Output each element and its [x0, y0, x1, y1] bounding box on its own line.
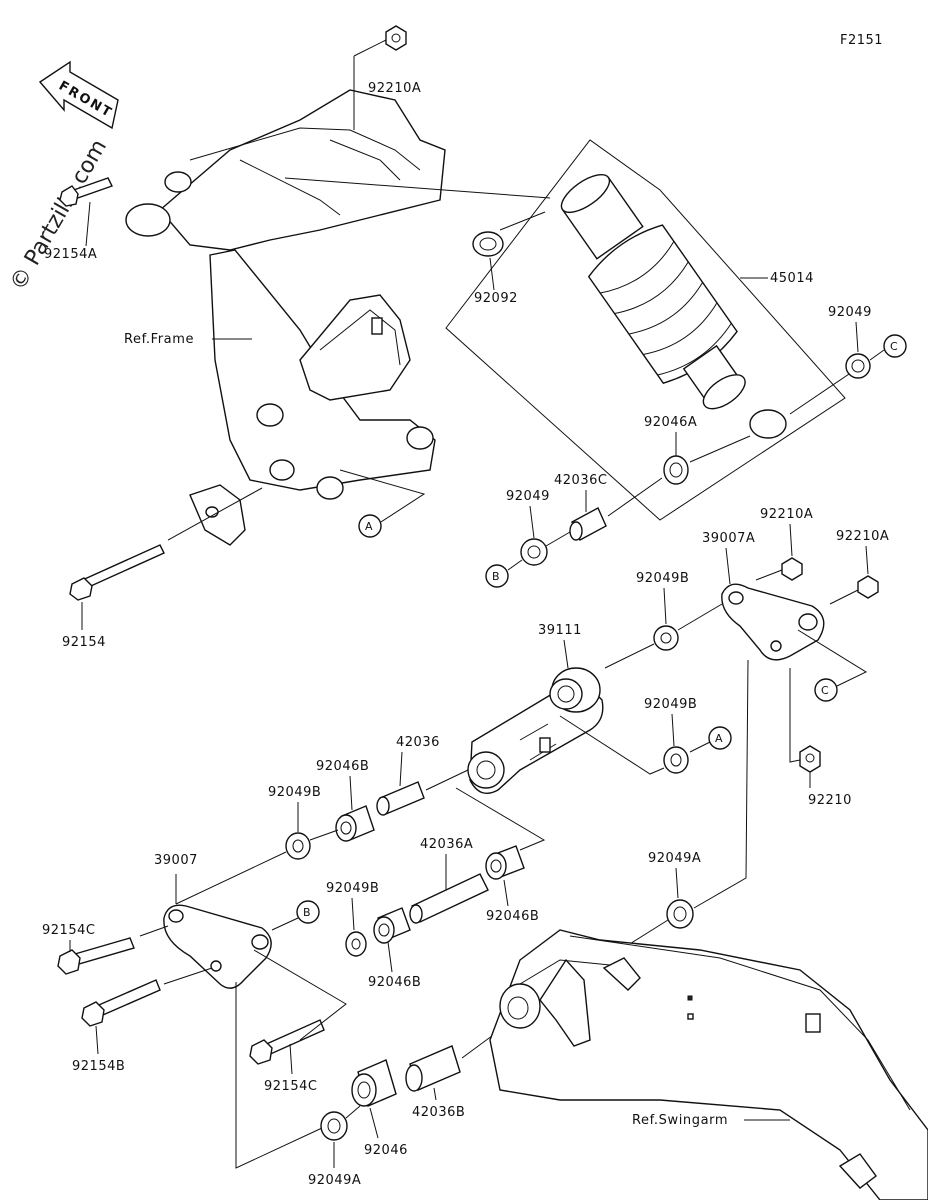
washer-92049-mid — [520, 538, 548, 566]
needle-bearing-92046B-3 — [373, 907, 411, 944]
label-92210A-top: 92210A — [368, 81, 421, 96]
label-92154A: 92154A — [44, 247, 97, 262]
plate-39007 — [163, 904, 272, 989]
swingarm-assembly — [489, 929, 928, 1200]
label-39111: 39111 — [538, 623, 582, 638]
plate-39007A — [721, 583, 825, 661]
bolt-92154C-right — [249, 1019, 325, 1065]
label-42036B: 42036B — [412, 1105, 465, 1120]
label-92046B-2: 92046B — [486, 909, 539, 924]
front-arrow-icon: FRONT — [38, 60, 119, 130]
collar-42036A — [409, 873, 489, 924]
label-92049A-bottom: 92049A — [308, 1173, 361, 1188]
callout-a-rocker: A — [715, 732, 723, 745]
label-92154B: 92154B — [72, 1059, 125, 1074]
callout-c-mid: C — [821, 684, 829, 697]
label-92046B-3: 92046B — [368, 975, 421, 990]
label-92154C-left: 92154C — [42, 923, 95, 938]
washer-92049-top — [845, 353, 871, 379]
washer-92049B-3 — [285, 832, 311, 860]
label-45014: 45014 — [770, 271, 814, 286]
washer-92049B-2 — [663, 746, 689, 774]
collar-42036B — [405, 1045, 461, 1092]
label-92049B-4: 92049B — [326, 881, 379, 896]
needle-bearing-92046B-2 — [485, 845, 525, 880]
label-39007A: 39007A — [702, 531, 755, 546]
bolt-92154 — [69, 544, 165, 601]
label-92049-mid: 92049 — [506, 489, 550, 504]
frame-assembly — [125, 89, 446, 546]
label-92210A-r2: 92210A — [836, 529, 889, 544]
needle-bearing-92046 — [351, 1059, 397, 1107]
collar-42036C — [569, 507, 607, 541]
callout-b-mid: B — [492, 570, 500, 583]
collar-42036 — [376, 781, 425, 816]
label-92092: 92092 — [474, 291, 518, 306]
label-92210: 92210 — [808, 793, 852, 808]
washer-92049A-bottom — [320, 1111, 348, 1141]
label-92049B-2: 92049B — [644, 697, 697, 712]
shock-absorber — [445, 139, 846, 521]
washer-92049B-1 — [653, 625, 679, 651]
label-92049A-right: 92049A — [648, 851, 701, 866]
washer-92049A-right — [666, 899, 694, 929]
label-92154: 92154 — [62, 635, 106, 650]
label-92210A-r1: 92210A — [760, 507, 813, 522]
needle-bearing-92046B-1 — [335, 805, 375, 842]
callout-c-top: C — [890, 340, 898, 353]
ref-swingarm-label: Ref.Swingarm — [632, 1113, 728, 1128]
label-92046: 92046 — [364, 1143, 408, 1158]
nut-92210A-r1 — [781, 557, 803, 581]
label-92154C-right: 92154C — [264, 1079, 317, 1094]
bolt-92154B — [81, 979, 161, 1027]
washer-92049B-4 — [345, 931, 367, 957]
label-39007: 39007 — [154, 853, 198, 868]
figure-code: F2151 — [840, 33, 883, 48]
ref-frame-label: Ref.Frame — [124, 332, 194, 347]
label-42036A: 42036A — [420, 837, 473, 852]
bolt-92154C-left — [57, 937, 135, 975]
needle-bearing-92046A — [663, 455, 689, 485]
watermark: © Partzilla.com — [6, 135, 113, 295]
label-42036C: 42036C — [554, 473, 607, 488]
label-42036: 42036 — [396, 735, 440, 750]
label-92046B-1: 92046B — [316, 759, 369, 774]
nut-92210 — [799, 745, 821, 773]
label-92046A: 92046A — [644, 415, 697, 430]
bolt-92154A — [59, 177, 113, 207]
nut-92210A-top — [385, 25, 407, 51]
label-92049B-1: 92049B — [636, 571, 689, 586]
label-92049B-3: 92049B — [268, 785, 321, 800]
rocker-arm-39111 — [467, 667, 604, 794]
callout-a-frame: A — [365, 520, 373, 533]
label-92049-top: 92049 — [828, 305, 872, 320]
callout-b-lower: B — [303, 906, 311, 919]
nut-92210A-r2 — [857, 575, 879, 599]
